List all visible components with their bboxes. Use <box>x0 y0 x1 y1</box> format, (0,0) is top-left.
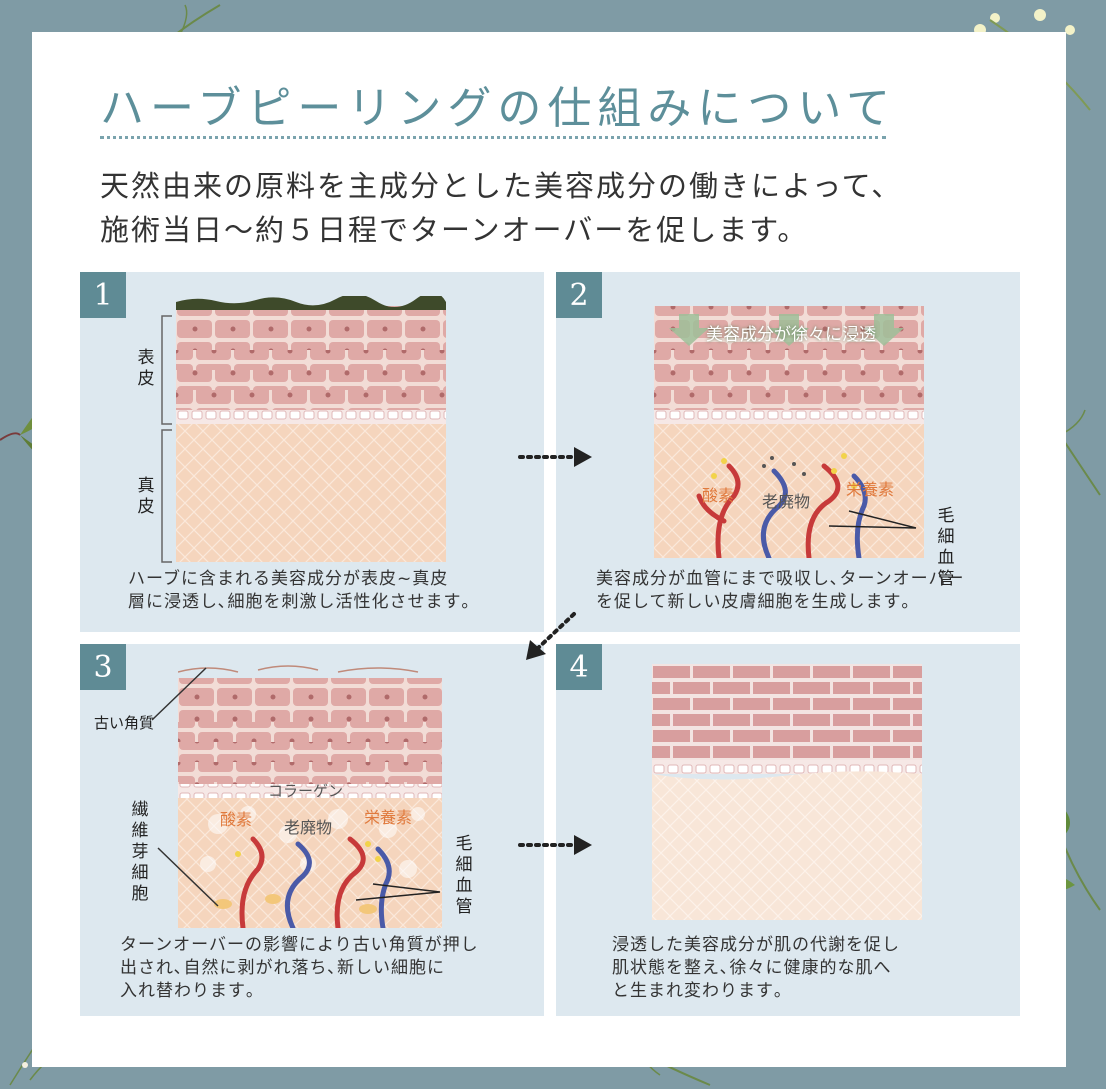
dotted-arrow-1-to-2 <box>518 447 592 467</box>
dotted-arrow-2-to-3 <box>526 612 576 660</box>
step-caption: 美容成分が血管にまで吸収し､ターンオーバー を促して新しい皮膚細胞を生成します｡ <box>596 568 964 614</box>
caption-line: 入れ替わります｡ <box>120 981 256 1001</box>
label-capillary: 毛細血管 <box>937 506 955 589</box>
content-frame: ハーブピーリングの仕組みについて 天然由来の原料を主成分とした美容成分の働きによ… <box>32 32 1066 1067</box>
step-number: 4 <box>556 644 602 690</box>
step-panel-3: 3 <box>80 644 544 1016</box>
skin-diagram-absorption <box>654 306 924 558</box>
label-oxygen: 酸素 <box>702 486 735 505</box>
pointer-old-keratin <box>151 667 207 721</box>
layer-bracket <box>161 315 172 563</box>
step-caption: ターンオーバーの影響により古い角質が押し 出され､自然に剥がれ落ち､新しい細胞に… <box>120 934 479 1003</box>
label-nutrients: 栄養素 <box>846 480 895 499</box>
label-collagen: コラーゲン <box>268 782 344 800</box>
skin-diagram-turnover <box>178 665 442 928</box>
label-waste: 老廃物 <box>284 818 333 837</box>
label-oxygen: 酸素 <box>220 810 253 829</box>
caption-line: と生まれ変わります｡ <box>612 981 784 1001</box>
skin-diagram-renewed <box>652 664 922 920</box>
caption-line: ターンオーバーの影響により古い角質が押し <box>120 935 479 955</box>
step-number: 2 <box>556 272 602 318</box>
caption-line: 層に浸透し､細胞を刺激し活性化させます｡ <box>128 592 471 612</box>
page-title: ハーブピーリングの仕組みについて <box>100 83 897 134</box>
label-fibroblast: 繊維芽細胞 <box>131 800 149 904</box>
step-caption: 浸透した美容成分が肌の代謝を促し 肌状態を整え､徐々に健康的な肌へ と生まれ変わ… <box>612 934 900 1003</box>
dotted-arrow-3-to-4 <box>518 835 592 855</box>
caption-line: を促して新しい皮膚細胞を生成します｡ <box>596 592 911 612</box>
lead-line: 施術当日〜約５日程でターンオーバーを促します。 <box>100 213 809 247</box>
label-waste: 老廃物 <box>762 492 811 511</box>
step-panel-4: 4 浸透した美容成分が肌の代謝を促し 肌状態を整え､徐々に健康的な肌へ と生まれ… <box>556 644 1020 1016</box>
label-nutrients: 栄養素 <box>364 808 413 827</box>
skin-diagram-normal <box>176 296 446 562</box>
label-penetration: 美容成分が徐々に浸透 <box>706 325 876 345</box>
lead-line: 天然由来の原料を主成分とした美容成分の働きによって、 <box>100 169 903 203</box>
title-divider <box>100 136 886 139</box>
caption-line: ハーブに含まれる美容成分が表皮~真皮 <box>128 569 449 589</box>
step-number: 3 <box>80 644 126 690</box>
step-panel-2: 2 美容成 <box>556 272 1020 632</box>
label-epidermis: 表皮 <box>137 348 155 389</box>
label-dermis: 真皮 <box>137 476 155 517</box>
pointer-fibroblast <box>157 847 219 907</box>
caption-line: 肌状態を整え､徐々に健康的な肌へ <box>612 958 892 978</box>
step-number: 1 <box>80 272 126 318</box>
step-caption: ハーブに含まれる美容成分が表皮~真皮 層に浸透し､細胞を刺激し活性化させます｡ <box>128 568 471 614</box>
step-panel-1: 1 表皮 真皮 ハーブに含まれる美容成分が表皮~真皮 層に浸透し､細胞を刺激し活… <box>80 272 544 632</box>
label-old-keratin: 古い角質 <box>94 714 155 732</box>
label-capillary: 毛細血管 <box>455 834 473 917</box>
caption-line: 浸透した美容成分が肌の代謝を促し <box>612 935 900 955</box>
lead-text: 天然由来の原料を主成分とした美容成分の働きによって、 施術当日〜約５日程でターン… <box>100 164 902 252</box>
caption-line: 美容成分が血管にまで吸収し､ターンオーバー <box>596 569 965 589</box>
caption-line: 出され､自然に剥がれ落ち､新しい細胞に <box>120 958 445 978</box>
